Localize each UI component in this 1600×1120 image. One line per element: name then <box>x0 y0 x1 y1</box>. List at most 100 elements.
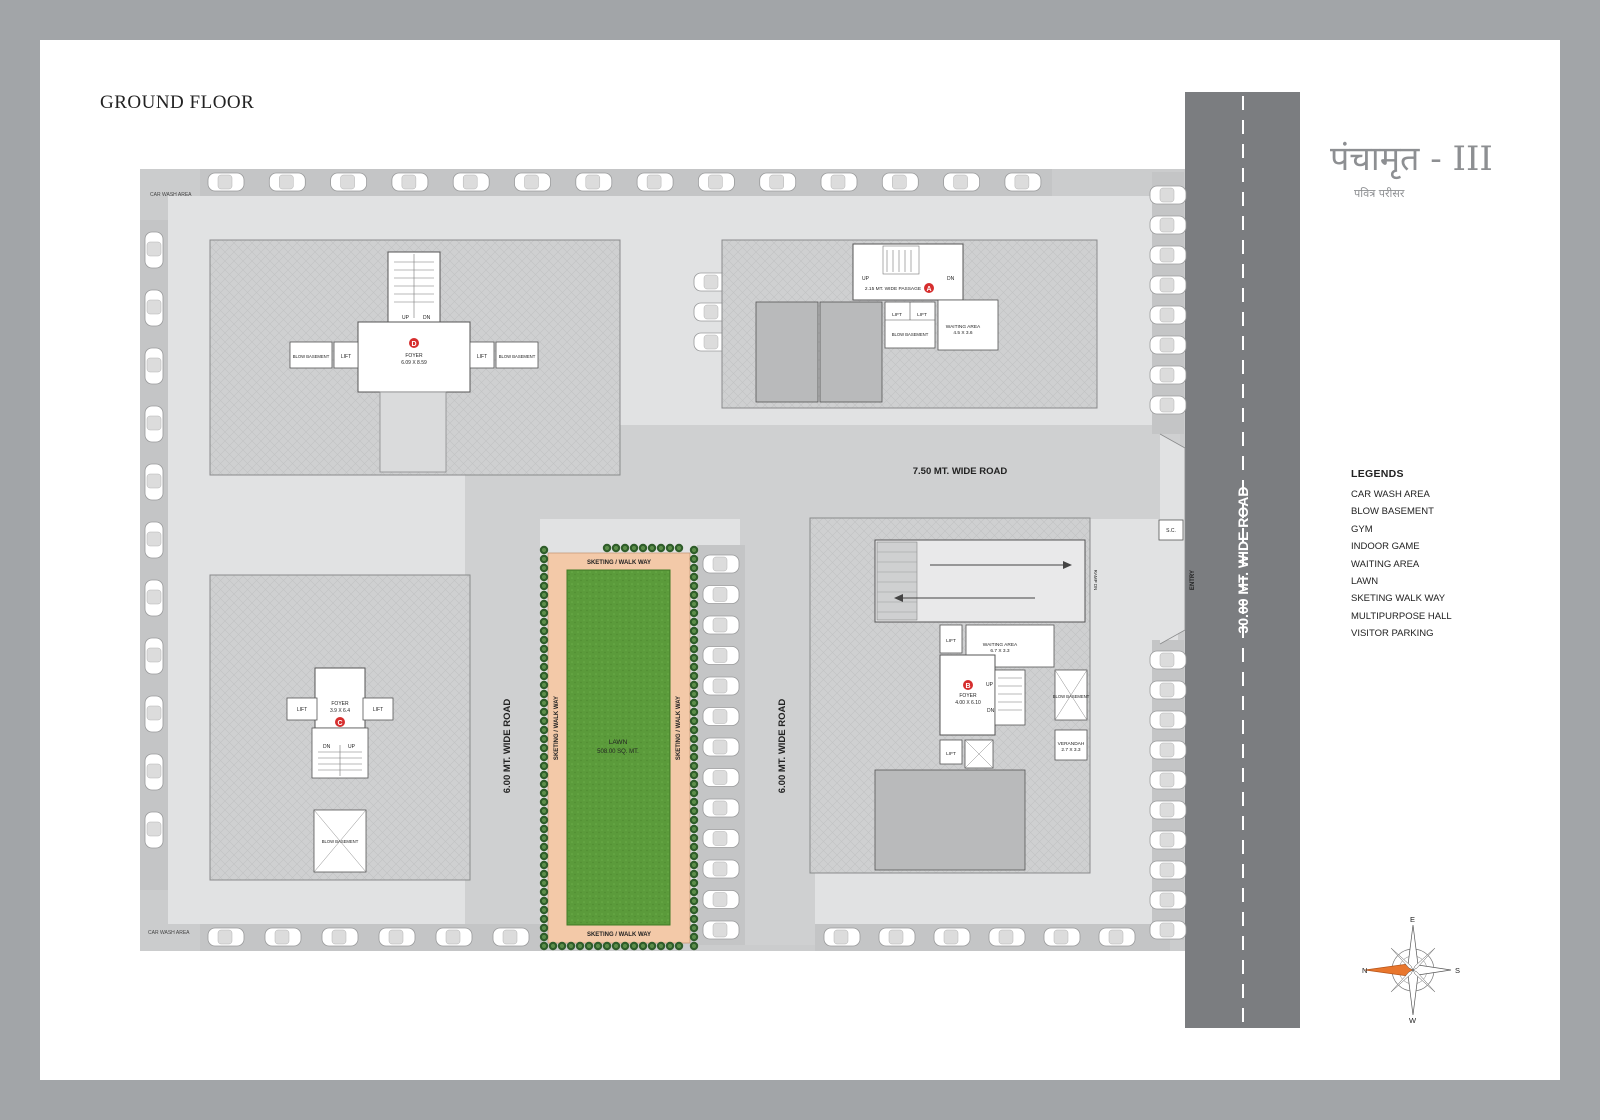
walkway-tree <box>602 941 612 951</box>
walkway-tree <box>539 671 549 681</box>
walkway-tree <box>539 923 549 933</box>
walkway-tree <box>539 725 549 735</box>
walkway-tree <box>539 617 549 627</box>
parked-car <box>702 890 740 909</box>
legend-item: LAWN <box>1351 576 1379 588</box>
parked-car <box>144 521 164 559</box>
walkway-tree <box>539 815 549 825</box>
parked-car <box>452 172 490 192</box>
walkway-tree <box>689 608 699 618</box>
parked-car <box>1149 920 1187 940</box>
parked-car <box>1098 927 1136 947</box>
foyer-b-label: FOYER <box>959 693 977 699</box>
block-marker-d: D <box>409 338 419 348</box>
walkway-tree <box>539 599 549 609</box>
parked-car <box>702 737 740 757</box>
parked-car <box>1149 185 1187 205</box>
walkway-tree <box>689 698 699 708</box>
walkway-tree <box>689 662 699 672</box>
walkway-tree <box>689 806 699 816</box>
walkway-tree <box>689 590 699 600</box>
parked-car <box>144 347 164 385</box>
lift-c-right: LIFT <box>373 707 383 713</box>
walkway-tree <box>689 581 699 591</box>
legend-item: WAITING AREA <box>1351 558 1420 570</box>
walkway-tree <box>539 932 549 942</box>
up-b: UP <box>986 682 994 688</box>
walkway-tree <box>557 941 567 951</box>
waiting-b-label: WAITING AREA <box>983 642 1018 648</box>
walkway-tree <box>539 770 549 780</box>
compass-w: W <box>1409 1016 1417 1025</box>
walkway-tree <box>689 896 699 906</box>
walkway-tree <box>611 543 621 553</box>
compass-e: E <box>1410 915 1415 924</box>
walkway-tree <box>539 833 549 843</box>
parked-car <box>268 172 306 192</box>
walkway-tree <box>539 905 549 915</box>
svg-text:D: D <box>411 341 416 348</box>
walkway-tree <box>689 941 699 951</box>
blow-basement-c: BLOW BASEMENT <box>322 839 359 844</box>
block-a <box>721 239 1098 409</box>
legend-item: VISITOR PARKING <box>1351 628 1434 640</box>
internal-road-label-right: 6.00 MT. WIDE ROAD <box>777 699 788 794</box>
walkway-tree <box>539 653 549 663</box>
walkway-tree <box>689 716 699 726</box>
parked-car <box>144 231 164 269</box>
parked-car <box>144 753 164 791</box>
parked-car <box>702 646 740 665</box>
parked-car <box>702 920 740 940</box>
walkway-tree <box>689 770 699 780</box>
walkway-tree <box>602 543 612 553</box>
walkway-tree <box>689 905 699 915</box>
parked-car <box>492 927 530 947</box>
compass-rose <box>1364 924 1452 1016</box>
walkway-tree <box>689 671 699 681</box>
walkway-tree <box>539 914 549 924</box>
walkway-tree <box>638 543 648 553</box>
parked-car <box>933 927 971 947</box>
parked-car <box>702 859 740 879</box>
walkway-tree <box>689 914 699 924</box>
walkway-tree <box>539 635 549 645</box>
parked-car <box>1149 740 1187 760</box>
walkway-tree <box>689 554 699 564</box>
compass-s: S <box>1455 966 1460 975</box>
lift-b-bottom: LIFT <box>946 751 956 757</box>
internal-road-left <box>465 425 540 945</box>
foyer-c-label: FOYER <box>331 701 349 707</box>
walkway-tree <box>689 734 699 744</box>
walkway-tree <box>539 734 549 744</box>
walkway-tree <box>665 941 675 951</box>
walkway-tree <box>674 543 684 553</box>
walkway-tree <box>539 644 549 654</box>
walkway-tree <box>689 545 699 555</box>
svg-text:C: C <box>337 720 342 727</box>
walkway-tree <box>539 563 549 573</box>
parking-strip-bottom <box>200 924 542 951</box>
walkway-tree <box>539 716 549 726</box>
walkway-tree <box>689 923 699 933</box>
lawn-area-label: 508.00 SQ. MT. <box>597 749 639 755</box>
walkway-tree <box>689 680 699 690</box>
dn-a: DN <box>947 276 955 282</box>
walkway-tree <box>689 725 699 735</box>
lawn <box>566 569 671 926</box>
legend-item: CAR WASH AREA <box>1351 489 1430 500</box>
lift-a-left: LIFT <box>892 312 902 318</box>
walkway-tree <box>593 941 603 951</box>
legend-item: GYM <box>1351 523 1373 535</box>
foyer-b-dim: 4.00 X 6.10 <box>955 700 981 706</box>
main-road-label: 30.00 MT. WIDE ROAD <box>1235 486 1251 633</box>
dn-c: DN <box>323 744 331 750</box>
walkway-tree <box>647 941 657 951</box>
parked-car <box>636 172 674 192</box>
parked-car <box>820 172 858 192</box>
walkway-tree <box>665 543 675 553</box>
walkway-tree <box>539 752 549 762</box>
parked-car <box>1149 365 1187 385</box>
parked-car <box>988 927 1026 947</box>
parked-car <box>1149 215 1187 235</box>
